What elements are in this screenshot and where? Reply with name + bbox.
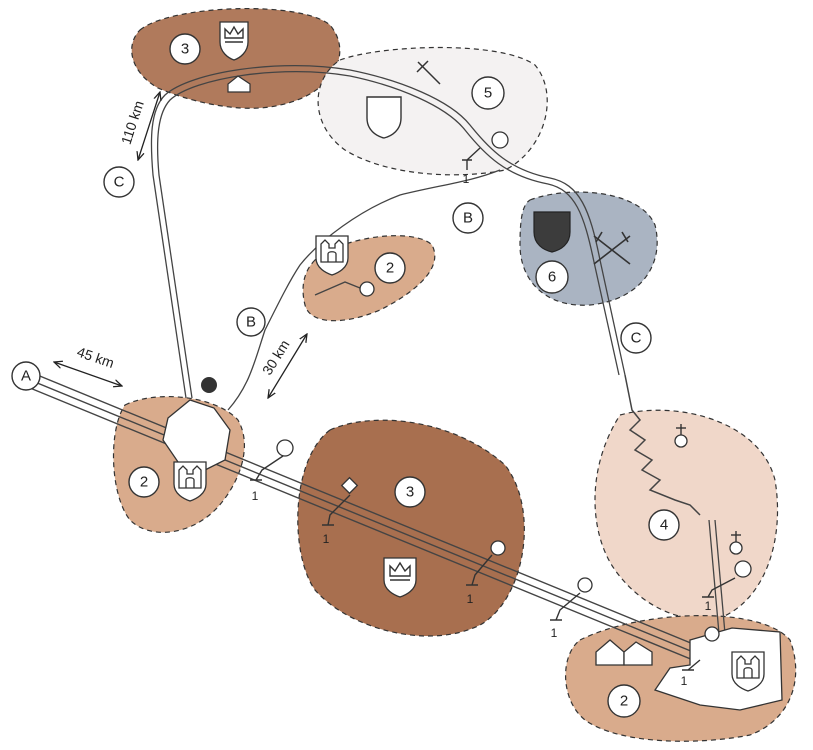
crown-shield-icon: [219, 21, 249, 61]
sword-icon: [416, 60, 441, 85]
svg-text:B: B: [246, 314, 256, 331]
svg-text:110 km: 110 km: [118, 99, 147, 147]
svg-text:1: 1: [463, 172, 470, 186]
city-left: [162, 399, 231, 471]
svg-text:C: C: [114, 174, 125, 191]
castle-icon: [173, 461, 207, 502]
region-5: [317, 46, 548, 176]
crossed-swords-icon: [593, 231, 631, 265]
crown-shield-icon: [383, 557, 417, 598]
region-labels: 3 5 6 2 2 3 4 2: [128, 33, 680, 718]
svg-text:2: 2: [140, 474, 148, 491]
svg-text:45 km: 45 km: [75, 344, 116, 372]
route-labels: A B B C C: [11, 166, 652, 391]
dark-marker: [201, 377, 217, 393]
shield-icon: [366, 96, 402, 139]
svg-text:C: C: [631, 330, 642, 347]
distance-110km: 110 km: [118, 92, 160, 160]
cross-marker-icon: [676, 424, 741, 542]
diamond-marker-icon: [340, 476, 359, 495]
region-4: [594, 409, 779, 620]
svg-text:3: 3: [181, 41, 189, 58]
castle-icon: [731, 651, 765, 692]
junction-ticks: [250, 147, 736, 671]
road-c: [150, 64, 727, 646]
castle-icon: [315, 235, 349, 276]
house-icon: [595, 639, 653, 666]
svg-text:3: 3: [406, 484, 414, 501]
svg-text:30 km: 30 km: [259, 337, 293, 378]
road-a: [29, 371, 721, 670]
road-b: [227, 169, 501, 411]
house-icon: [227, 75, 251, 93]
svg-text:6: 6: [548, 269, 556, 286]
svg-text:2: 2: [620, 693, 628, 710]
svg-text:1: 1: [323, 532, 330, 546]
distance-45km: 45 km: [54, 344, 122, 386]
svg-text:1: 1: [551, 626, 558, 640]
dark-shield-icon: [533, 211, 571, 253]
svg-text:B: B: [463, 210, 473, 227]
pin-markers: [276, 131, 752, 642]
svg-text:1: 1: [681, 674, 688, 688]
svg-text:A: A: [21, 368, 31, 385]
tick-labels: 1 1 1 1 1 1 1: [252, 172, 712, 688]
svg-text:1: 1: [252, 489, 259, 503]
svg-text:5: 5: [484, 85, 492, 102]
svg-text:4: 4: [660, 517, 668, 534]
svg-text:2: 2: [386, 260, 394, 277]
svg-text:1: 1: [467, 592, 474, 606]
svg-text:1: 1: [705, 599, 712, 613]
distance-30km: 30 km: [259, 334, 307, 398]
